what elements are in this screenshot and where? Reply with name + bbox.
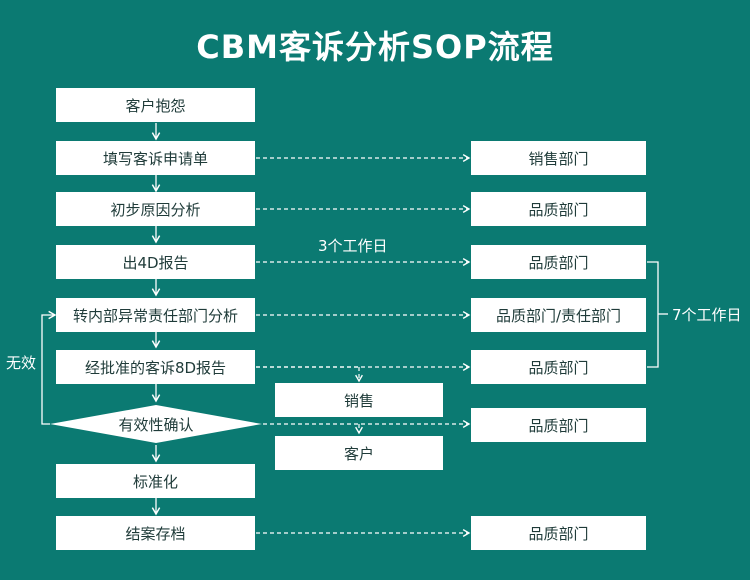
page-title: CBM客诉分析SOP流程	[196, 28, 554, 66]
step-4d-report: 出4D报告	[56, 245, 255, 279]
recipient-sales: 销售	[275, 383, 443, 417]
decision-diamond	[50, 405, 262, 443]
recipient-customer: 客户	[275, 436, 443, 470]
step-approved-8d-report: 经批准的客诉8D报告	[56, 350, 255, 384]
dashed-arrows	[256, 154, 471, 537]
dept-quality-5: 品质部门	[471, 516, 646, 550]
step-responsible-dept-analysis: 转内部异常责任部门分析	[56, 298, 255, 332]
step-fill-complaint-form: 填写客诉申请单	[56, 141, 255, 175]
step-standardization: 标准化	[56, 464, 255, 498]
annotation-seven-days: 7个工作日	[672, 306, 742, 324]
annotation-three-days: 3个工作日	[318, 237, 388, 255]
dept-quality-2: 品质部门	[471, 245, 646, 279]
dept-quality-4: 品质部门	[471, 408, 646, 442]
dept-sales: 销售部门	[471, 141, 646, 175]
annotation-invalid: 无效	[6, 354, 37, 372]
step-close-and-archive: 结案存档	[56, 516, 255, 550]
dept-quality-1: 品质部门	[471, 192, 646, 226]
step-preliminary-analysis: 初步原因分析	[56, 192, 255, 226]
dept-quality-3: 品质部门	[471, 350, 646, 384]
seven-day-bracket	[647, 261, 668, 368]
invalid-loop	[41, 310, 57, 425]
step-effectiveness-check: 有效性确认	[118, 415, 194, 434]
dept-quality-responsible: 品质部门/责任部门	[471, 298, 646, 332]
step-customer-complaint: 客户抱怨	[56, 88, 255, 122]
